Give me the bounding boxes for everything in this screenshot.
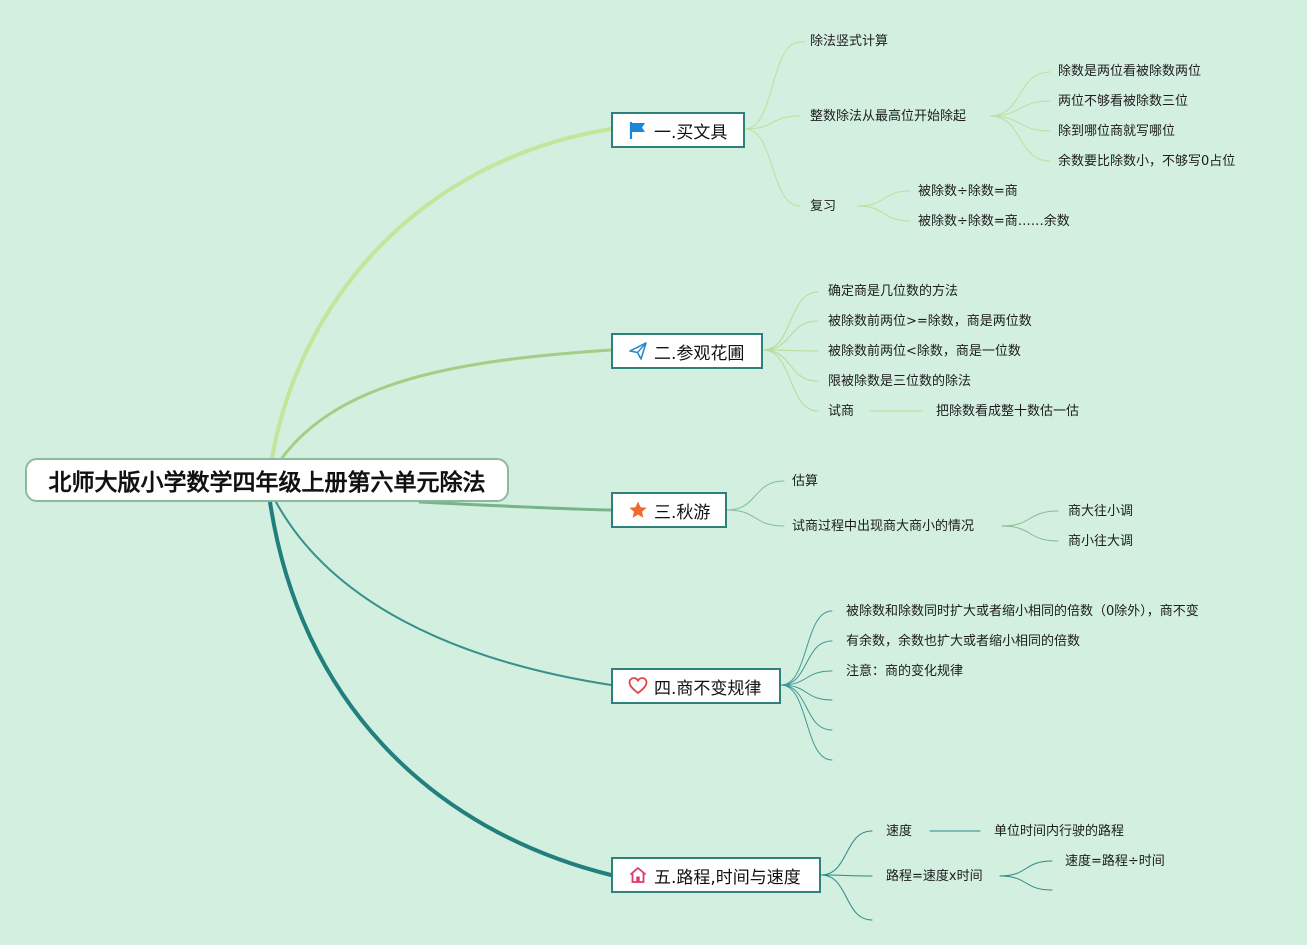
sub-branch bbox=[989, 71, 1051, 117]
flag-icon bbox=[627, 119, 649, 141]
sub-branch bbox=[744, 41, 801, 130]
sub-branch bbox=[780, 670, 833, 686]
detail-item[interactable]: 商大往小调 bbox=[1068, 504, 1134, 519]
main-branch-5 bbox=[268, 500, 613, 877]
subtopic[interactable]: 被除数和除数同时扩大或者缩小相同的倍数（0除外），商不变 bbox=[846, 604, 1199, 619]
sub-branch bbox=[762, 291, 819, 351]
subtopic[interactable]: 注意：商的变化规律 bbox=[846, 664, 964, 679]
sub-branch bbox=[780, 684, 833, 761]
heart-icon bbox=[627, 675, 649, 697]
main-branch-2 bbox=[280, 348, 613, 460]
sub-branch bbox=[762, 349, 819, 382]
subtopic[interactable]: 复习 bbox=[810, 199, 837, 214]
sub-branch bbox=[780, 610, 833, 686]
subtopic[interactable]: 路程=速度x时间 bbox=[886, 869, 983, 884]
main-branch-3 bbox=[418, 500, 613, 512]
topic-label: 五.路程,时间与速度 bbox=[654, 867, 801, 888]
paper-plane-icon bbox=[627, 340, 649, 362]
sub-branch bbox=[780, 640, 833, 686]
sub-branch bbox=[780, 684, 833, 701]
topic-quotient-invariance[interactable]: 四.商不变规律 bbox=[611, 668, 781, 704]
star-icon bbox=[627, 499, 649, 521]
detail-item[interactable]: 被除数÷除数=商……余数 bbox=[918, 214, 1070, 229]
root-topic-label: 北师大版小学数学四年级上册第六单元除法 bbox=[48, 470, 486, 496]
sub-branch bbox=[726, 509, 785, 527]
topic-label: 四.商不变规律 bbox=[654, 678, 762, 699]
detail-item[interactable]: 商小往大调 bbox=[1068, 534, 1134, 549]
home-icon bbox=[627, 864, 649, 886]
subtopic[interactable]: 被除数前两位<除数，商是一位数 bbox=[828, 344, 1021, 359]
sub-branch bbox=[762, 349, 819, 352]
detail-item[interactable]: 把除数看成整十数估一估 bbox=[936, 404, 1080, 419]
sub-branch bbox=[999, 875, 1053, 891]
topic-visit-garden[interactable]: 二.参观花圃 bbox=[611, 333, 763, 369]
subtopic[interactable]: 速度 bbox=[886, 824, 913, 839]
subtopic[interactable]: 除法竖式计算 bbox=[810, 34, 889, 49]
sub-branch bbox=[1001, 510, 1059, 527]
sub-branch bbox=[762, 349, 819, 412]
detail-item[interactable]: 单位时间内行驶的路程 bbox=[994, 824, 1125, 839]
subtopic[interactable]: 整数除法从最高位开始除起 bbox=[810, 109, 967, 124]
sub-branch bbox=[857, 190, 911, 207]
sub-branch bbox=[780, 684, 833, 731]
sub-branch bbox=[989, 115, 1051, 162]
sub-branch bbox=[999, 860, 1053, 877]
detail-item[interactable]: 除到哪位商就写哪位 bbox=[1058, 124, 1176, 139]
root-topic[interactable]: 北师大版小学数学四年级上册第六单元除法 bbox=[25, 458, 509, 502]
sub-branch bbox=[820, 874, 873, 877]
sub-branch bbox=[726, 480, 785, 511]
sub-branch bbox=[762, 320, 819, 351]
sub-branch bbox=[989, 115, 1051, 132]
detail-item[interactable]: 除数是两位看被除数两位 bbox=[1058, 64, 1202, 79]
topic-label: 三.秋游 bbox=[654, 502, 711, 523]
detail-item[interactable]: 速度=路程÷时间 bbox=[1065, 854, 1165, 869]
sub-branch bbox=[820, 830, 873, 876]
main-branch-4 bbox=[275, 501, 612, 686]
detail-item[interactable]: 被除数÷除数=商 bbox=[918, 184, 1018, 199]
sub-branch bbox=[744, 128, 801, 207]
topic-distance-time-speed[interactable]: 五.路程,时间与速度 bbox=[611, 857, 821, 893]
detail-item[interactable]: 两位不够看被除数三位 bbox=[1058, 94, 1189, 109]
subtopic[interactable]: 被除数前两位>=除数，商是两位数 bbox=[828, 314, 1032, 329]
subtopic[interactable]: 估算 bbox=[792, 474, 819, 489]
topic-buy-stationery[interactable]: 一.买文具 bbox=[611, 112, 745, 148]
subtopic[interactable]: 试商 bbox=[828, 404, 855, 419]
detail-item[interactable]: 余数要比除数小，不够写0占位 bbox=[1058, 154, 1236, 169]
sub-branch bbox=[857, 205, 911, 222]
sub-branch bbox=[820, 874, 873, 921]
topic-label: 二.参观花圃 bbox=[654, 343, 745, 364]
subtopic[interactable]: 限被除数是三位数的除法 bbox=[828, 374, 972, 389]
main-branch-1 bbox=[270, 127, 613, 460]
sub-branch bbox=[744, 115, 801, 130]
topic-autumn-outing[interactable]: 三.秋游 bbox=[611, 492, 727, 528]
subtopic[interactable]: 试商过程中出现商大商小的情况 bbox=[792, 519, 975, 534]
sub-branch bbox=[989, 100, 1051, 117]
subtopic[interactable]: 有余数，余数也扩大或者缩小相同的倍数 bbox=[846, 634, 1081, 649]
sub-branch bbox=[1001, 525, 1059, 542]
topic-label: 一.买文具 bbox=[654, 122, 728, 143]
subtopic[interactable]: 确定商是几位数的方法 bbox=[828, 284, 959, 299]
